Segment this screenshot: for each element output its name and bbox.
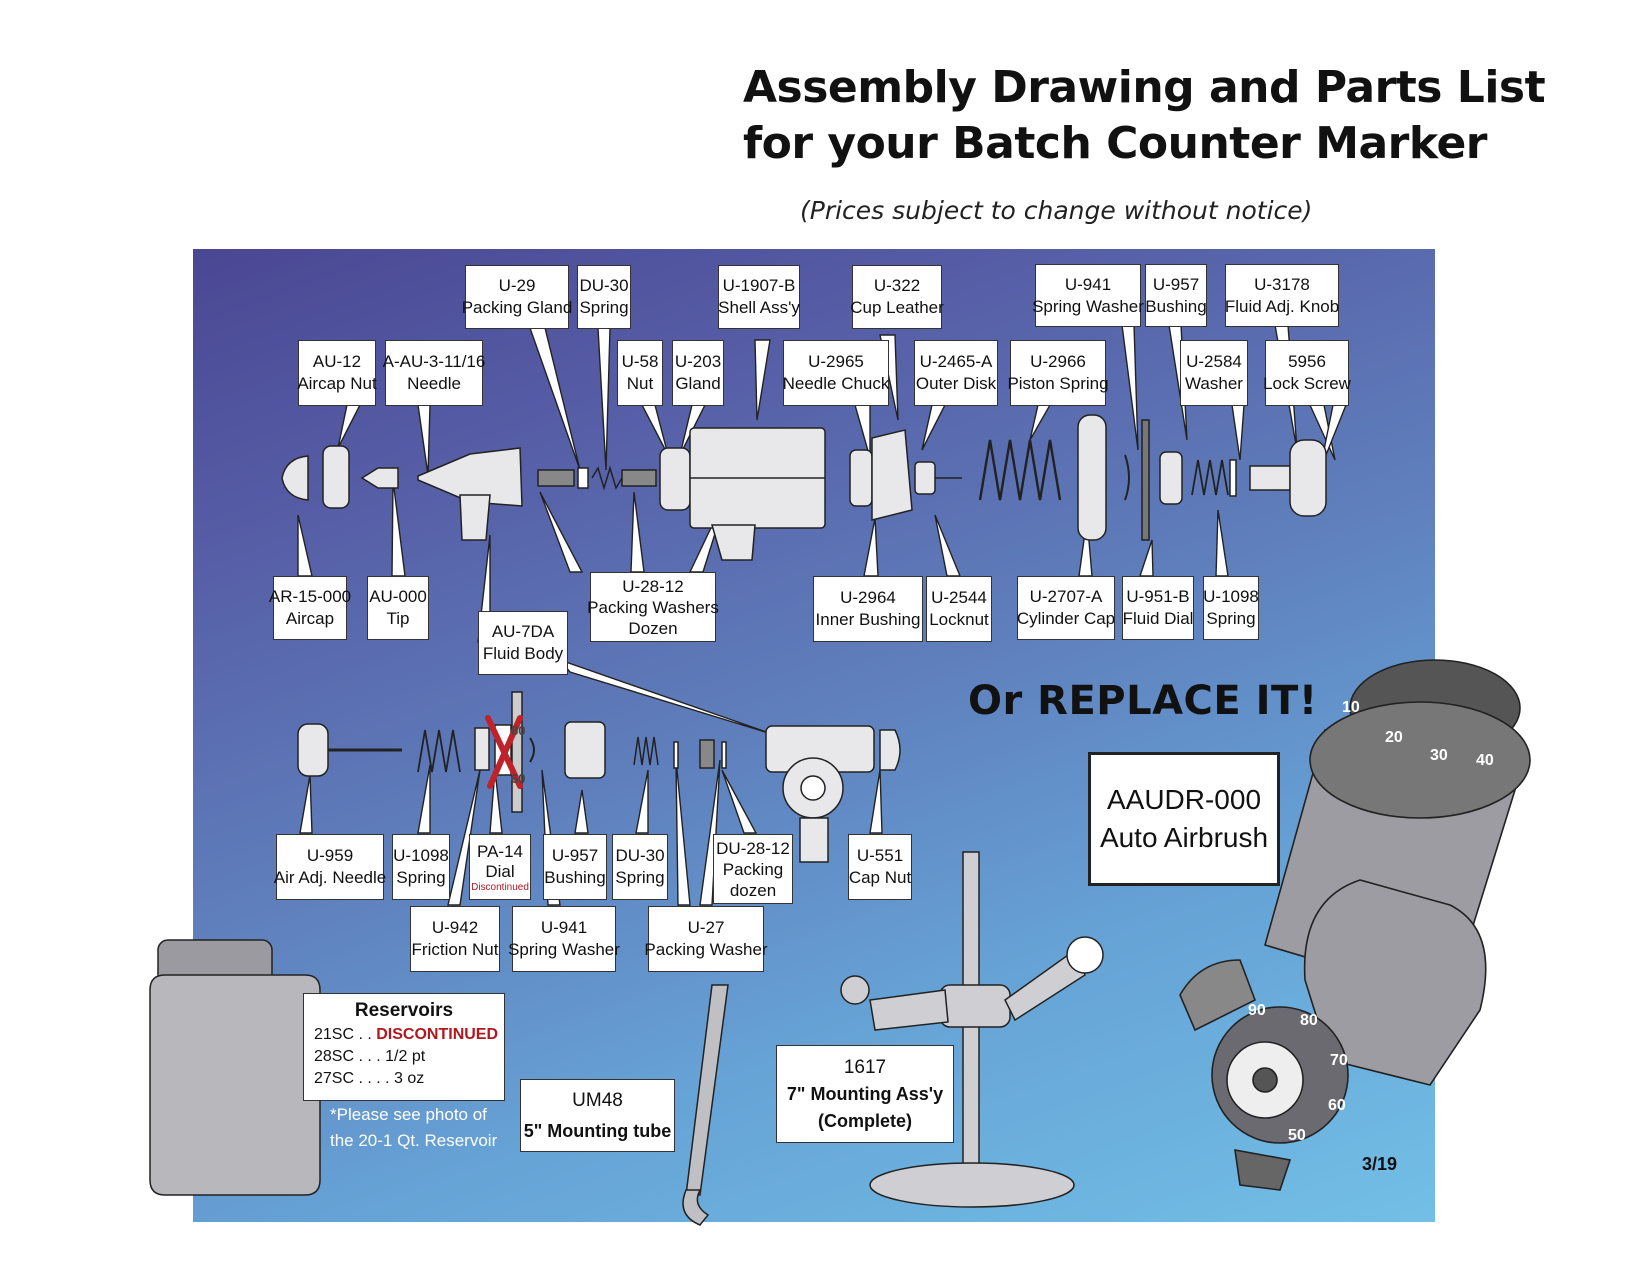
- title-line-1: Assembly Drawing and Parts List: [743, 62, 1546, 113]
- reservoir-row: 28SC . . . 1/2 pt: [314, 1048, 426, 1065]
- reservoir-row: 27SC . . . . 3 oz: [314, 1070, 425, 1087]
- reservoirs-box: Reservoirs 21SC . . DISCONTINUED 28SC . …: [303, 993, 505, 1101]
- revision-code: 3/19: [1362, 1154, 1398, 1174]
- auto-airbrush-desc: Auto Airbrush: [1099, 822, 1269, 853]
- mounting-assembly-label: 1617 7" Mounting Ass'y (Complete): [776, 1045, 954, 1143]
- title-line-2: for your Batch Counter Marker: [743, 118, 1487, 169]
- auto-airbrush-label: AAUDR-000 Auto Airbrush: [1088, 752, 1280, 886]
- mounting-assembly-part: 1617: [843, 1056, 887, 1078]
- reservoirs-heading: Reservoirs: [354, 1000, 454, 1021]
- dial-top-3: 40: [1476, 752, 1494, 769]
- mounting-assembly-desc: 7" Mounting Ass'y: [786, 1083, 944, 1104]
- mounting-assembly-extra: (Complete): [818, 1110, 912, 1131]
- price-notice: (Prices subject to change without notice…: [800, 196, 1313, 225]
- reservoir-note: *Please see photo of the 20-1 Qt. Reserv…: [330, 1105, 498, 1150]
- page-title: Assembly Drawing and Parts List for your…: [743, 60, 1563, 172]
- replace-heading: Or REPLACE IT!: [968, 678, 1318, 724]
- auto-airbrush-part: AAUDR-000: [1106, 784, 1262, 815]
- mounting-tube-label: UM48 5" Mounting tube: [520, 1079, 675, 1152]
- mounting-tube-part: UM48: [572, 1089, 623, 1111]
- reservoir-row: 21SC . . DISCONTINUED: [314, 1026, 499, 1043]
- discontinued-note: Discontinued: [471, 881, 529, 893]
- mounting-tube-desc: 5" Mounting tube: [523, 1120, 672, 1141]
